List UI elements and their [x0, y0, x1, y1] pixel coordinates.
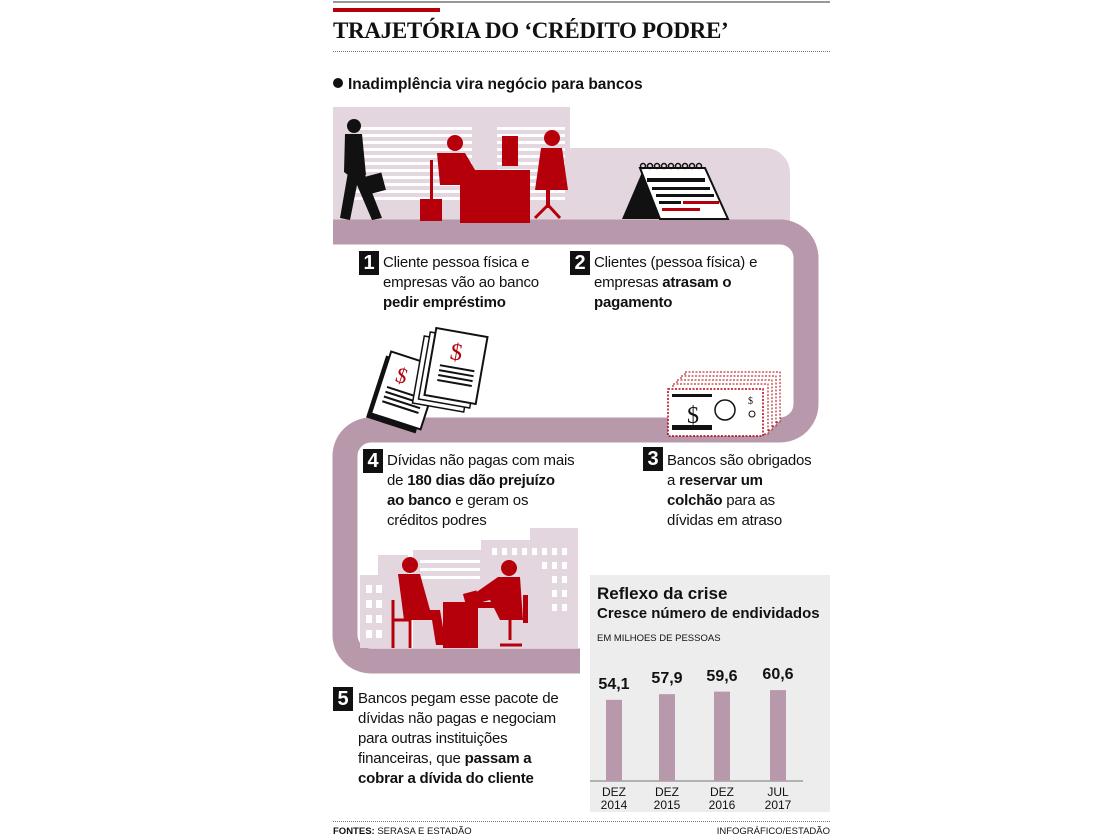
step-4-text: Dívidas não pagas com mais de 180 dias d…: [387, 451, 575, 531]
bar: [770, 690, 786, 781]
step-3-number: 3: [643, 447, 663, 471]
step-3-text: Bancos são obrigados a reservar um colch…: [667, 451, 812, 531]
step-text-emphasis: ao banco: [387, 492, 452, 509]
step-text-emphasis: cobrar a dívida do cliente: [358, 770, 534, 787]
bar: [714, 691, 730, 781]
bullet-icon: [333, 78, 343, 88]
category-label-line: 2017: [764, 798, 792, 812]
step-text-line: créditos podres: [387, 512, 487, 529]
step-text-line: para as: [722, 492, 775, 509]
sources: FONTES: SERASA E ESTADÃO: [333, 826, 472, 837]
walking-man-icon: [340, 119, 386, 220]
debt-documents-icon: $ $: [366, 326, 489, 434]
bar-value-label: 57,9: [651, 670, 683, 688]
step-text-line: para outras instituições: [358, 730, 508, 747]
step-text-emphasis: atrasam o: [662, 274, 732, 291]
bar-value-label: 59,6: [706, 667, 738, 685]
category-label-line: DEZ: [710, 785, 734, 799]
step-text-line: Dívidas não pagas com mais: [387, 452, 575, 469]
trajectory-path: [332, 219, 819, 674]
bar-value-label: 54,1: [598, 675, 630, 693]
svg-text:$: $: [748, 396, 753, 407]
credit: INFOGRÁFICO/ESTADÃO: [716, 826, 830, 837]
step-text-emphasis: colchão: [667, 492, 723, 509]
category-label-line: 2016: [708, 798, 736, 812]
step-text-emphasis: pagamento: [594, 294, 673, 311]
sources-text: SERASA E ESTADÃO: [374, 826, 472, 837]
step-text-emphasis: 180 dias dão prejuízo: [407, 472, 555, 489]
bar: [606, 699, 622, 781]
step-text-line: dívidas em atraso: [667, 512, 782, 529]
step-text-line: Cliente pessoa física e: [383, 254, 530, 271]
subtitle: Inadimplência vira negócio para bancos: [333, 76, 643, 94]
step-5-number: 5: [333, 687, 353, 711]
category-label-line: JUL: [767, 785, 789, 799]
calendar-icon: [622, 162, 730, 220]
step-text-line: empresas vão ao banco: [383, 274, 539, 291]
step-text-line: e geram os: [451, 492, 529, 509]
category-label-line: 2015: [653, 798, 681, 812]
step-4-number: 4: [363, 449, 383, 473]
page-title: TRAJETÓRIA DO ‘CRÉDITO PODRE’: [333, 18, 729, 43]
step-text-emphasis: reservar um: [679, 472, 763, 489]
step-text-line: Clientes (pessoa física) e: [594, 254, 758, 271]
debtors-chart: Reflexo da crise Cresce número de endivi…: [590, 575, 830, 812]
step-1-number: 1: [359, 251, 379, 275]
step-text-line: a: [667, 472, 680, 489]
banknotes-icon: $ $: [667, 371, 781, 437]
step-text-line: Bancos são obrigados: [667, 452, 812, 469]
bar-value-label: 60,6: [762, 666, 794, 684]
bar-chart-plot: [590, 690, 803, 782]
svg-text:$: $: [448, 339, 464, 367]
chart-title: Reflexo da crise: [597, 584, 728, 603]
bar: [659, 694, 675, 781]
category-label-line: DEZ: [602, 785, 626, 799]
step-text-line: empresas: [594, 274, 663, 291]
chart-subtitle: Cresce número de endividados: [597, 605, 820, 622]
step-text-emphasis: passam a: [464, 750, 532, 767]
debt-sale-meeting-icon: [391, 557, 528, 648]
step-text-line: dívidas não pagas e negociam: [358, 710, 556, 727]
category-label-line: 2014: [600, 798, 628, 812]
step-2-text: Clientes (pessoa física) e empresas atra…: [594, 253, 757, 313]
sources-label: FONTES:: [333, 826, 375, 837]
accent-bar: [333, 8, 440, 12]
subtitle-text: Inadimplência vira negócio para bancos: [348, 76, 643, 93]
step-2-number: 2: [570, 251, 590, 275]
svg-text:$: $: [687, 403, 699, 429]
loan-meeting-icon: [420, 130, 568, 223]
title-divider: [333, 51, 830, 52]
step-1-text: Cliente pessoa física e empresas vão ao …: [383, 253, 539, 313]
step-text-line: de: [387, 472, 408, 489]
chart-unit-label: EM MILHOES DE PESSOAS: [597, 633, 721, 644]
category-label-line: DEZ: [655, 785, 679, 799]
step-text-line: financeiras, que: [358, 750, 465, 767]
step-text-line: Bancos pegam esse pacote de: [358, 690, 559, 707]
step-5-text: Bancos pegam esse pacote de dívidas não …: [358, 689, 559, 789]
step-text-emphasis: pedir empréstimo: [383, 294, 506, 311]
footer-divider: [333, 821, 830, 822]
